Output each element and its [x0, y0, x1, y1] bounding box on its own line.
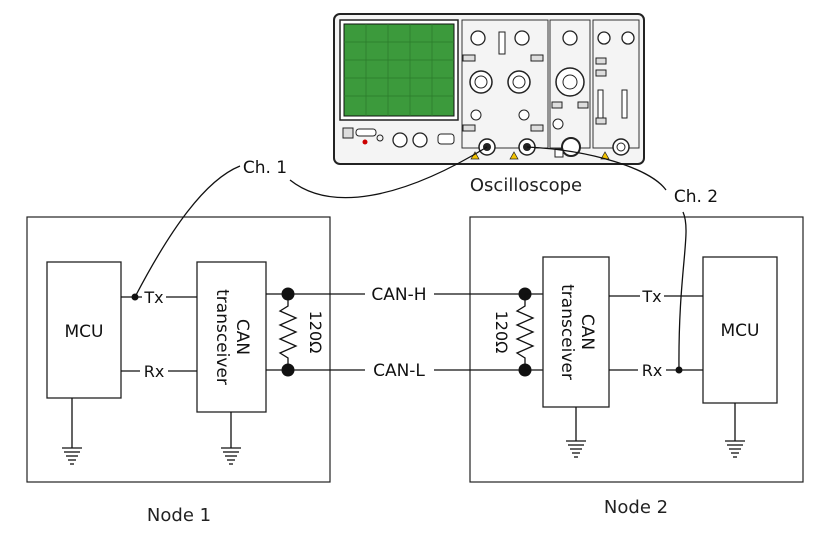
ch1-probe-cable-upper: [289, 146, 488, 199]
power-led: [362, 139, 368, 145]
node1-transceiver-label-line2: transceiver: [212, 289, 232, 385]
node1-mcu: [46, 261, 122, 399]
node1-transceiver-label: CAN transceiver: [212, 289, 252, 385]
ext-trigger-input: [612, 138, 630, 156]
can-h-label: CAN-H: [371, 285, 426, 305]
node2-termination-resistor: [515, 294, 535, 370]
ch2-probe-cable-upper: [526, 146, 667, 191]
node2-mcu-label: MCU: [721, 321, 760, 341]
vertical-panel: [461, 19, 549, 149]
node2-mcu-ground-icon: [725, 403, 745, 458]
vertical-mode-button: [462, 54, 476, 62]
ch2-label: Ch. 2: [674, 187, 718, 207]
node2-transceiver-label-line1: CAN: [577, 314, 597, 350]
oscilloscope-screen-grid: [344, 24, 454, 116]
node1-label: Node 1: [147, 505, 211, 526]
node2-transceiver-label-line2: transceiver: [557, 284, 577, 380]
node2-rx-label: Rx: [642, 361, 663, 380]
node1-mcu-label: MCU: [65, 322, 104, 342]
vertical-mode-slider: [498, 31, 506, 55]
ch1-position-knob: [470, 30, 486, 46]
time-div-inner: [562, 74, 578, 90]
node1-frame: [26, 216, 331, 483]
node1-resistor-label: 120Ω: [306, 311, 325, 354]
node1-transceiver: [196, 261, 267, 413]
ch2-position-knob: [514, 30, 530, 46]
ext-trigger-bnc: [561, 137, 581, 157]
xy-button: [577, 101, 589, 109]
power-button: [342, 127, 354, 139]
ch1-var-knob: [470, 109, 482, 121]
probe-adjust-terminal: [437, 133, 455, 145]
sweep-var-knob: [552, 118, 564, 130]
node1-termination-resistor: [278, 294, 298, 370]
intensity-knob: [412, 132, 428, 148]
ch2-var-knob: [518, 109, 530, 121]
node2-mcu: [702, 256, 778, 404]
invert-button: [530, 54, 544, 62]
node1-tx-label: Tx: [143, 288, 163, 307]
ch2-probe-cable-lower: [678, 211, 687, 371]
ch2-coupling-button: [530, 124, 544, 132]
rotation-knob: [392, 132, 408, 148]
trigger-mode-button: [595, 57, 607, 65]
oscilloscope: [333, 13, 645, 165]
ch2-warning-icon: [509, 151, 519, 160]
intensity-switch: [355, 128, 377, 137]
ground-terminal: [554, 148, 564, 158]
node1-transceiver-ground-icon: [221, 412, 241, 465]
focus-knob-small: [376, 134, 384, 142]
trigger-level-knob: [597, 31, 611, 45]
trigger-auto-button: [595, 69, 607, 77]
ch1-coupling-button: [462, 124, 476, 132]
node1-mcu-ground-icon: [62, 398, 82, 465]
node1-rx-label: Rx: [144, 362, 165, 381]
ch1-probe-cable-lower: [134, 165, 241, 298]
slope-button: [595, 117, 607, 125]
ext-trigger-inner: [616, 142, 626, 152]
can-l-label: CAN-L: [373, 361, 425, 381]
trigger-source-slider: [597, 89, 604, 119]
x10-mag-button: [551, 101, 563, 109]
node2-transceiver-ground-icon: [566, 407, 586, 458]
horizontal-position-knob: [562, 30, 578, 46]
node2-tx-label: Tx: [641, 287, 661, 306]
oscilloscope-screen: [343, 23, 455, 117]
node2-label: Node 2: [604, 497, 668, 518]
node2-transceiver-label: CAN transceiver: [557, 284, 597, 380]
holdoff-knob: [621, 31, 635, 45]
node1-transceiver-label-line1: CAN: [232, 319, 252, 355]
ch1-volts-div-inner: [474, 75, 488, 89]
node2-resistor-label: 120Ω: [492, 311, 511, 354]
node2-transceiver: [542, 256, 610, 408]
ch1-label: Ch. 1: [243, 158, 287, 178]
oscilloscope-label: Oscilloscope: [470, 175, 582, 196]
ch2-volts-div-inner: [512, 75, 526, 89]
trigger-coupling-slider: [621, 89, 628, 119]
node2-frame: [469, 216, 804, 483]
